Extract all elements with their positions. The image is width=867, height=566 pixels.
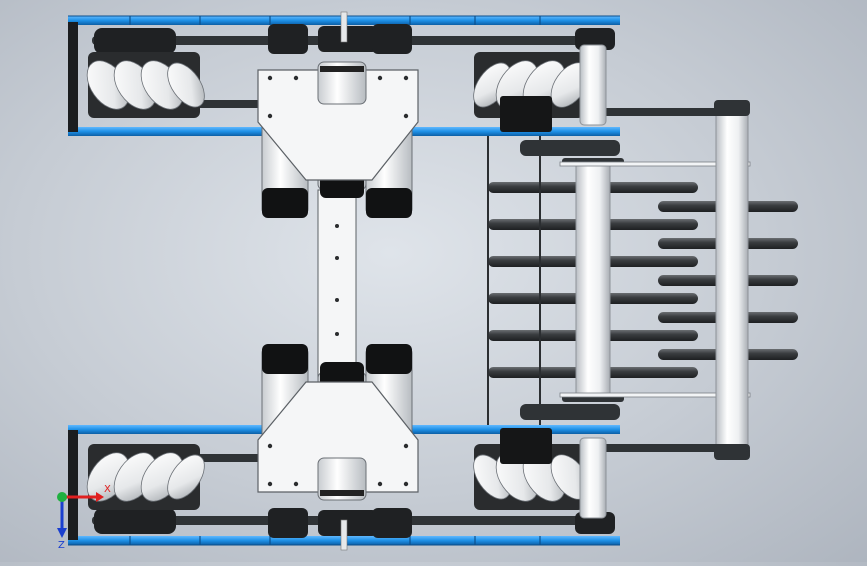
end-plate-top-left xyxy=(68,22,78,132)
orientation-triad-icon xyxy=(57,492,104,538)
rail-seams xyxy=(129,16,541,545)
corner-roller-bottom xyxy=(579,437,607,519)
end-plate-bottom-left xyxy=(68,430,78,540)
triad-z-label: Z xyxy=(58,540,65,551)
gearbox-top xyxy=(500,96,552,132)
pulleys xyxy=(94,24,615,538)
triad-x-label: X xyxy=(104,484,111,495)
mecanum-wheel-top-left xyxy=(86,52,205,118)
center-spine xyxy=(317,189,357,381)
gearbox-bottom xyxy=(500,428,552,464)
intake-roller-front xyxy=(559,158,751,402)
mecanum-wheel-bottom-left xyxy=(86,444,205,510)
intake-belts xyxy=(520,108,750,452)
axle-pin-bottom xyxy=(340,519,348,551)
motor-pod-bottom xyxy=(257,344,419,501)
motor-pod-top xyxy=(257,61,419,218)
corner-roller-top xyxy=(579,44,607,126)
axle-pin-top xyxy=(340,11,348,43)
intake-roller-rear xyxy=(714,100,750,460)
spine-holes xyxy=(335,224,339,336)
